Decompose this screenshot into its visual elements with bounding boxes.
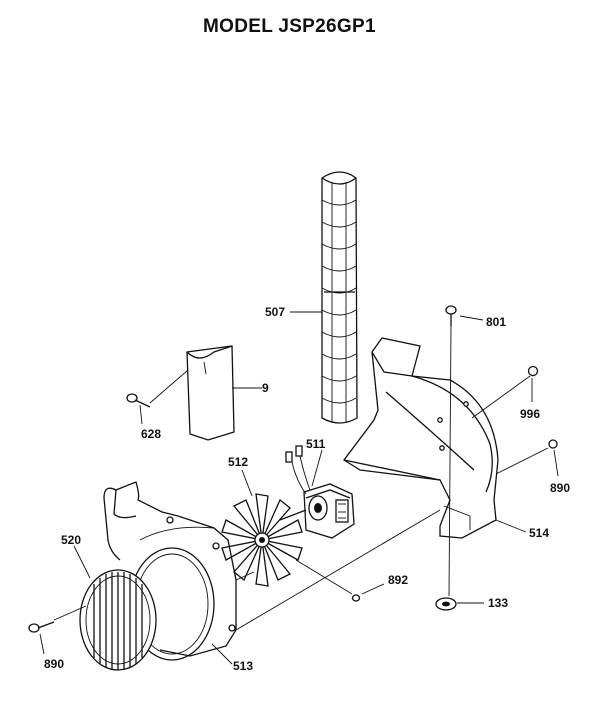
screw-892 bbox=[295, 559, 385, 602]
callout-801: 801 bbox=[486, 315, 507, 329]
nut-996 bbox=[471, 365, 539, 419]
screw-801 bbox=[445, 305, 484, 597]
callout-513: 513 bbox=[233, 659, 254, 673]
motor-511 bbox=[279, 445, 355, 539]
screw-890-left bbox=[28, 605, 87, 655]
grille-520 bbox=[79, 569, 157, 671]
bracket-9 bbox=[186, 345, 235, 441]
callout-892: 892 bbox=[388, 573, 409, 587]
callout-996: 996 bbox=[520, 407, 541, 421]
frame-514 bbox=[343, 337, 499, 539]
screw-628 bbox=[126, 369, 189, 425]
callout-520: 520 bbox=[61, 533, 82, 547]
grommet-133 bbox=[435, 597, 484, 611]
callout-628: 628 bbox=[141, 427, 162, 441]
callout-133: 133 bbox=[488, 596, 509, 610]
duct-507 bbox=[321, 171, 358, 424]
callout-507: 507 bbox=[265, 305, 286, 319]
callout-512: 512 bbox=[228, 455, 249, 469]
callout-514: 514 bbox=[529, 526, 550, 540]
screw-890-right bbox=[495, 439, 559, 477]
callout-511: 511 bbox=[306, 437, 326, 451]
fan-blade-512 bbox=[221, 493, 303, 587]
page-title: MODEL JSP26GP1 bbox=[203, 16, 376, 37]
callout-890-left: 890 bbox=[44, 657, 65, 671]
callout-890-right: 890 bbox=[550, 481, 571, 495]
callout-9: 9 bbox=[262, 381, 269, 395]
